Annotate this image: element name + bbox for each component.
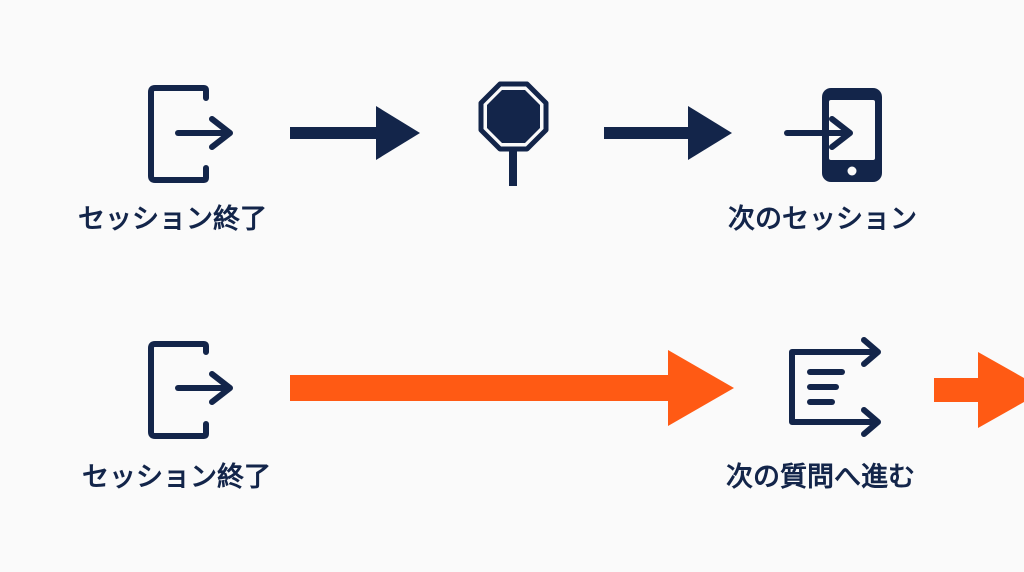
stop-sign-icon xyxy=(478,81,549,186)
exit-door-icon xyxy=(148,85,233,183)
phone-enter-icon xyxy=(784,88,882,182)
exit-door-icon xyxy=(148,341,233,439)
flow-arrow xyxy=(290,106,420,160)
list-forward-icon xyxy=(789,337,881,437)
flow-arrow-long xyxy=(290,350,734,426)
flow-arrow xyxy=(604,106,732,160)
step-label-session-end: セッション終了 xyxy=(82,462,271,493)
step-label-next-session: 次のセッション xyxy=(728,204,917,235)
step-label-next-question: 次の質問へ進む xyxy=(726,462,915,493)
flow-arrow-partial xyxy=(934,352,1024,428)
step-label-session-end: セッション終了 xyxy=(78,204,267,235)
